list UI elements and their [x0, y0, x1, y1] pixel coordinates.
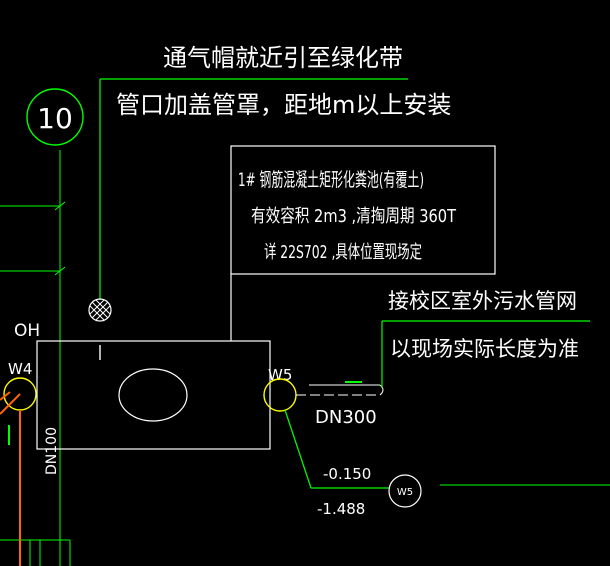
index-circle [26, 88, 84, 146]
w5-tag-circle [388, 474, 422, 508]
tank-manhole [118, 368, 188, 422]
tank-note-line2: 有效容积 2m3 ,清掏周期 360T [251, 206, 457, 227]
w4-inlet-pipe-2 [0, 391, 11, 401]
elevation-leader-diagonal [284, 409, 312, 489]
tank-note-line1: 1# 钢筋混凝土矩形化粪池(有覆土) [238, 169, 424, 191]
tank-description-box [230, 145, 496, 275]
w4-label: W4 [8, 360, 32, 378]
elevation-bottom: -1.488 [317, 500, 365, 518]
septic-tank-outline [36, 340, 271, 450]
w5-tag-label: W5 [397, 487, 413, 498]
outlet-note-line2: 以现场实际长度为准 [390, 337, 579, 361]
tank-note-line3: 详 22S702 ,具体位置现场定 [264, 242, 422, 263]
index-circle-number: 10 [37, 102, 73, 135]
dn100-label: DN100 [44, 427, 60, 475]
dn300-label: DN300 [315, 407, 377, 428]
left-tick-1 [54, 201, 66, 211]
vent-note-line1: 通气帽就近引至绿化带 [163, 44, 403, 72]
outlet-note-line1: 接校区室外污水管网 [388, 289, 577, 313]
vent-note-line2: 管口加盖管罩，距地m以上安装 [116, 91, 451, 119]
oh-label: OH [14, 321, 40, 341]
left-tick-2 [54, 266, 66, 276]
outlet-pipe-end [379, 384, 384, 396]
vent-cap-icon [88, 298, 112, 322]
w4-inlet-pipe-1 [0, 393, 21, 415]
elevation-top: -0.150 [323, 465, 371, 483]
